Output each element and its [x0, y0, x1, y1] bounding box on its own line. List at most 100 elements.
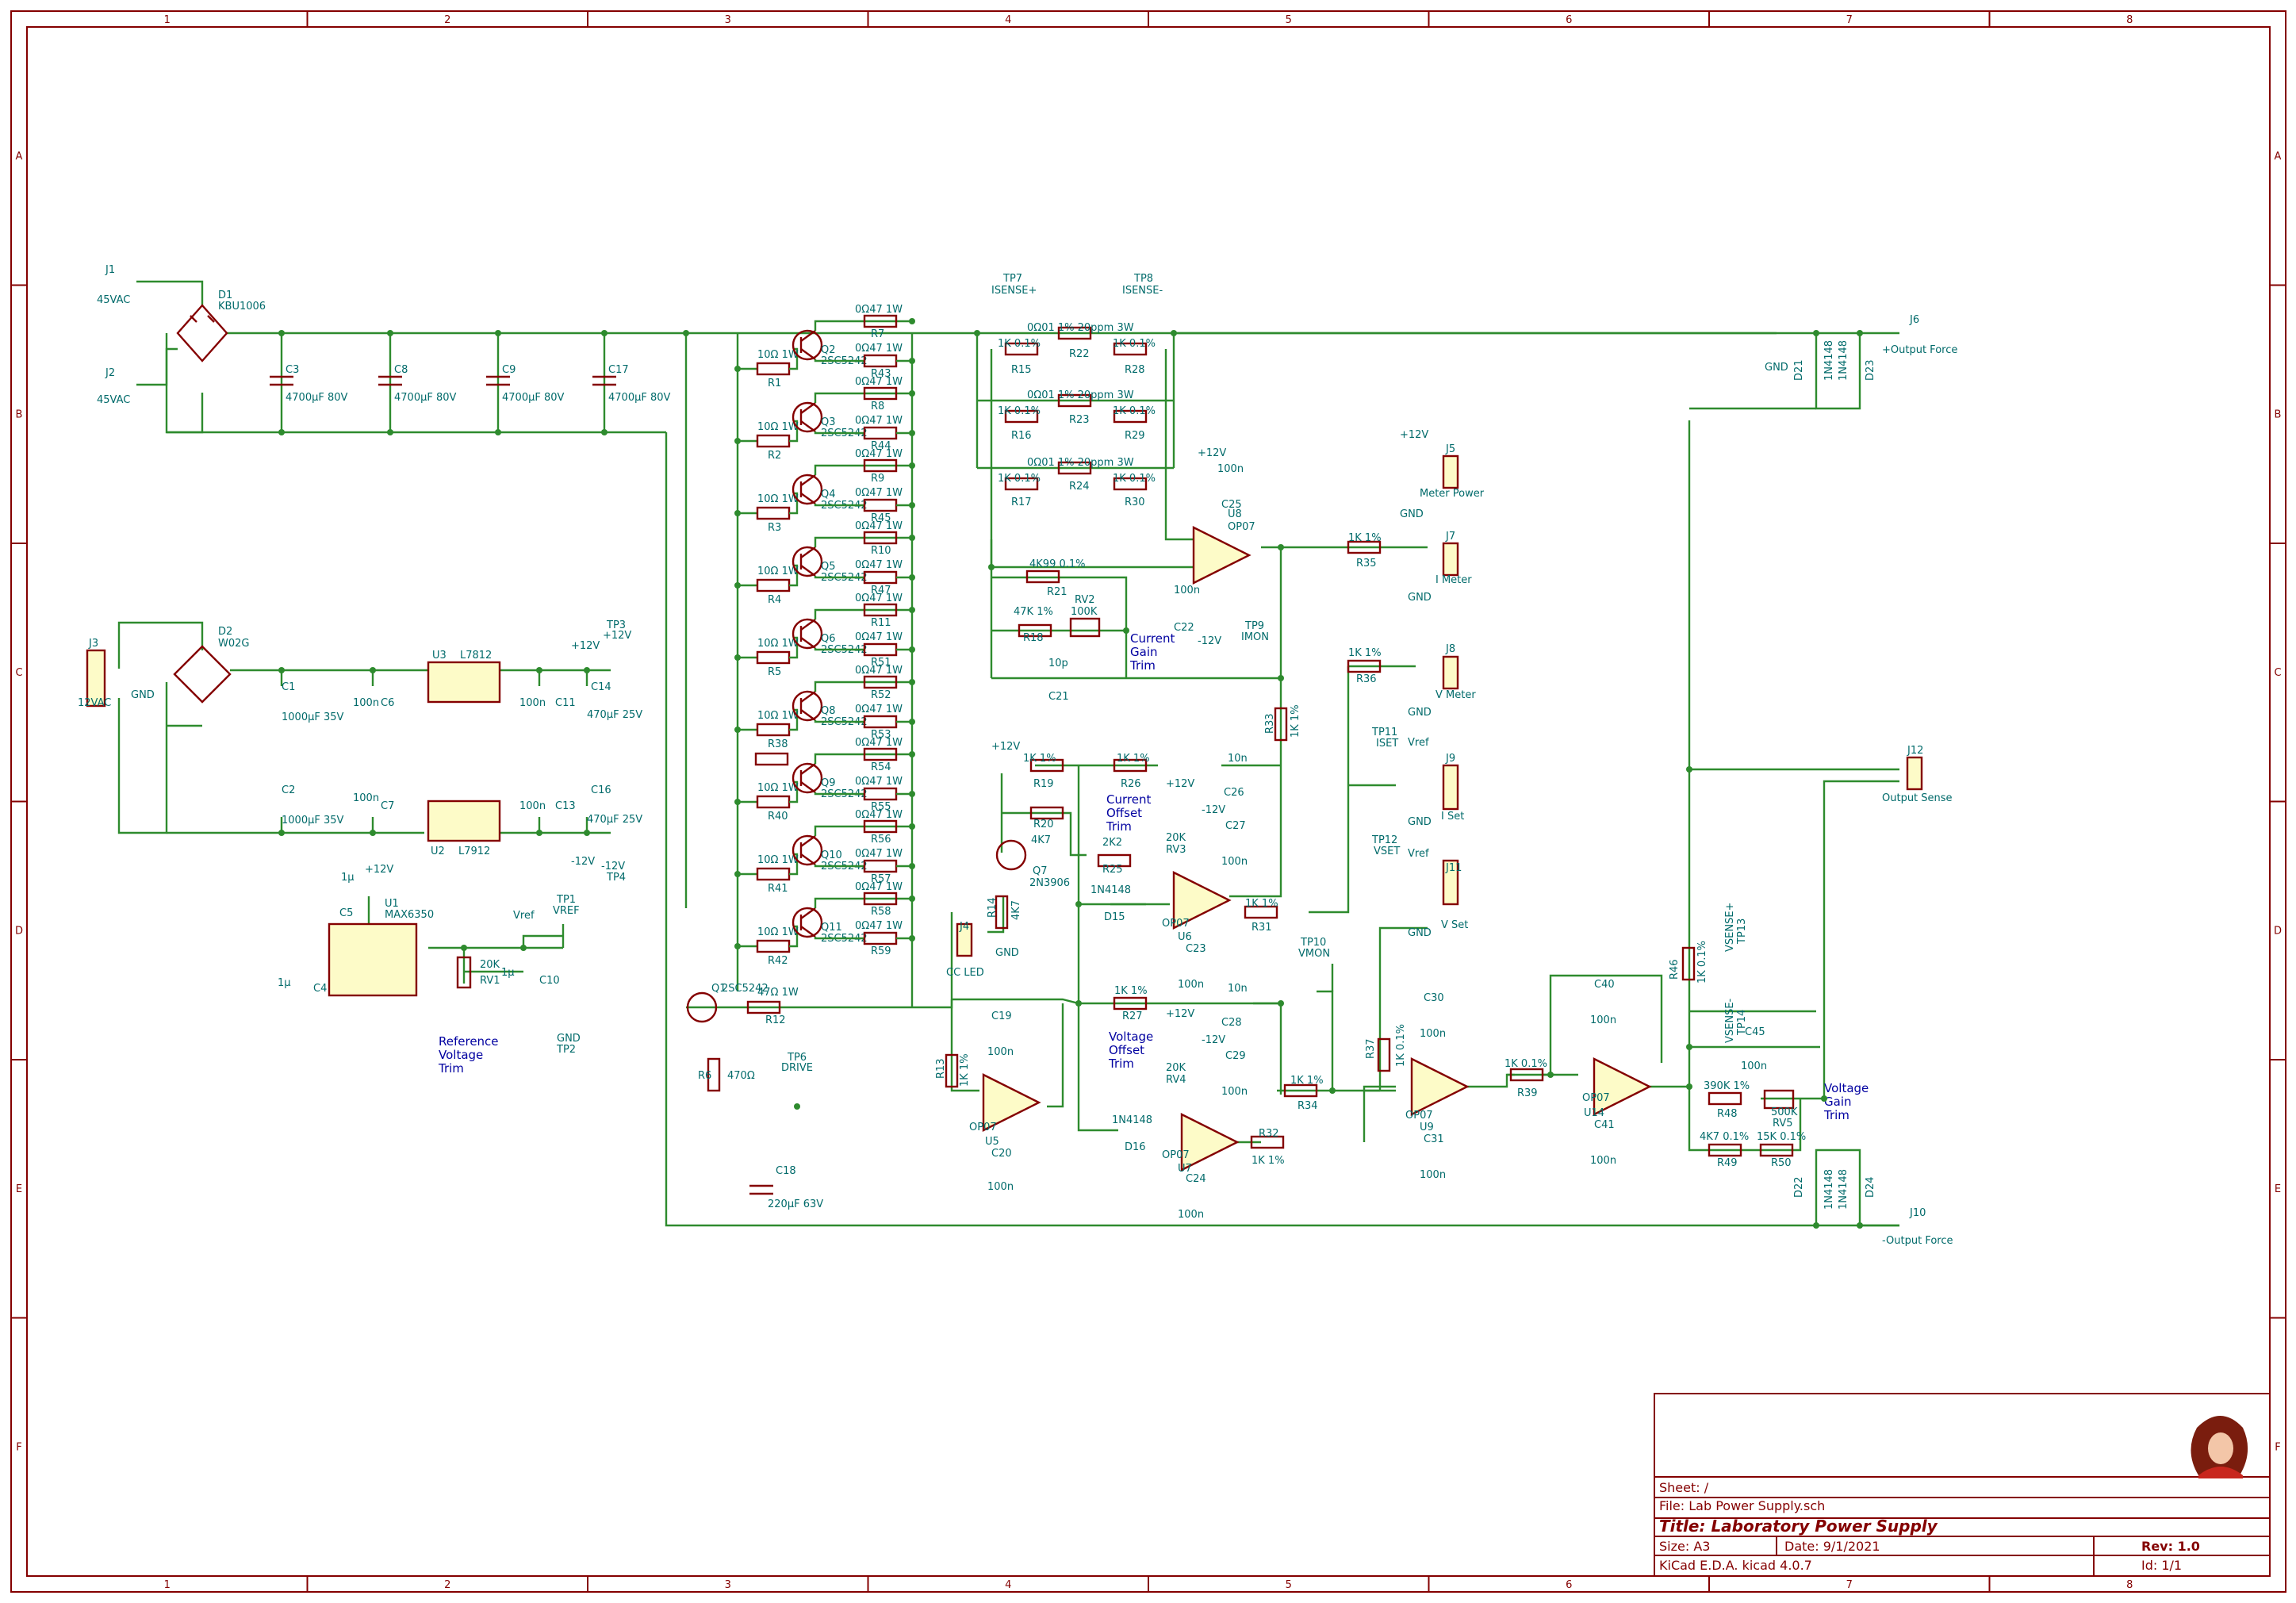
resistor-base-ref: R1	[768, 378, 781, 389]
label-c26: C26	[1224, 787, 1244, 799]
label-r16-value: 1K 0.1%	[998, 405, 1041, 417]
resistor-emitter	[863, 603, 898, 617]
label-q1-value: 2SC5242	[722, 983, 769, 995]
label-u9-value: OP07	[1405, 1110, 1433, 1122]
resistor-share	[863, 642, 898, 657]
label-d1: D1	[218, 290, 232, 301]
label-q7: Q7	[1033, 865, 1048, 877]
label-c3: C3	[286, 364, 299, 376]
label-j9-vref: Vref	[1408, 737, 1429, 749]
zone-col-label: 5	[1286, 14, 1292, 26]
zone-col-label: 8	[2126, 14, 2133, 26]
transistor	[792, 401, 823, 433]
label-c13-value: 100n	[519, 800, 546, 812]
label-u7-value: OP07	[1162, 1149, 1190, 1161]
zone-col-label: 2	[444, 1579, 450, 1591]
resistor-base	[756, 723, 791, 737]
label-c24: C24	[1186, 1173, 1206, 1185]
wire	[814, 504, 864, 507]
resistor-base	[756, 578, 791, 592]
capacitor-c3	[270, 375, 293, 386]
label-r20-value: 4K7	[1031, 834, 1051, 846]
label-d21-value: 1N4148	[1823, 340, 1835, 381]
zone-row-label: C	[15, 667, 22, 679]
junction	[734, 366, 741, 372]
label-c40: C40	[1594, 979, 1615, 991]
label-d1-value: KBU1006	[218, 301, 266, 313]
label-c2-value: 1000μF 35V	[282, 815, 344, 826]
label-r17-value: 1K 0.1%	[998, 473, 1041, 485]
label-j3-value: 12VAC	[78, 697, 111, 709]
label-c27: C27	[1225, 820, 1246, 832]
opamp-u14	[1593, 1057, 1652, 1116]
zone-col-label: 6	[1566, 14, 1572, 26]
resistor-base-ref: R3	[768, 522, 781, 534]
resistor-share	[863, 931, 898, 945]
tb-tool: KiCad E.D.A. kicad 4.0.7	[1659, 1558, 1812, 1573]
label-j6: J6	[1909, 314, 1919, 326]
resistor-base-value: 10Ω 1W	[757, 421, 799, 433]
label-c4: C4	[313, 983, 327, 995]
label-c11-value: 100n	[519, 697, 546, 709]
resistor-base-value: 10Ω 1W	[757, 638, 799, 650]
label-u1: U1	[385, 898, 399, 910]
label-rsense-1: 0Ω01 1% 20ppm 3W	[1027, 322, 1134, 334]
transistor	[792, 474, 823, 505]
resistor-base-value: 10Ω 1W	[757, 349, 799, 361]
resistor-emitter-value: 0Ω47 1W	[855, 737, 903, 749]
connector-j9	[1442, 764, 1459, 811]
junction	[734, 510, 741, 516]
transistor-ref: Q11	[821, 922, 842, 934]
resistor-emitter	[863, 747, 898, 761]
label-c30: C30	[1424, 992, 1444, 1004]
zone-col-label: 7	[1846, 14, 1853, 26]
junction	[734, 871, 741, 877]
opamp-u7	[1180, 1113, 1240, 1172]
label-j12-value: Output Sense	[1882, 792, 1953, 804]
junction	[734, 799, 741, 805]
resistor-emitter-ref: R11	[871, 617, 891, 629]
label-c24-value: 100n	[1178, 1209, 1204, 1221]
label-d22: D22	[1793, 1176, 1805, 1198]
label-r18-value: 47K 1%	[1014, 606, 1053, 618]
label-u8: U8	[1228, 508, 1242, 520]
label-u5: U5	[985, 1136, 999, 1148]
label-output-gnd: GND	[1765, 362, 1788, 374]
opamp-u8	[1192, 526, 1251, 585]
label-r30: R30	[1125, 497, 1145, 508]
label-j4-gnd: GND	[995, 947, 1019, 959]
zone-row-label: D	[15, 925, 23, 937]
label-u3-value: L7812	[460, 650, 492, 662]
label-c25-value: 100n	[1217, 463, 1244, 475]
title-block: Sheet: / File: Lab Power Supply.sch Titl…	[1654, 1393, 2271, 1577]
transistor	[792, 762, 823, 794]
tb-rev: Rev: 1.0	[2141, 1539, 2200, 1554]
label-j7-value: I Meter	[1435, 574, 1472, 586]
label-vref: Vref	[513, 910, 535, 922]
label-c22: C22	[1174, 622, 1194, 634]
label-j11-gnd: GND	[1408, 927, 1432, 939]
transistor-q7	[995, 839, 1027, 871]
resistor-base	[756, 362, 791, 376]
label-c14-value: 470μF 25V	[587, 709, 642, 721]
wire	[789, 708, 799, 731]
label-u7-plus12: +12V	[1166, 1008, 1194, 1020]
label-tp4: TP4	[606, 872, 626, 884]
label-tp2-value: GND	[557, 1033, 581, 1045]
resistor-emitter-ref: R7	[871, 328, 884, 340]
label-c30-value: 100n	[1420, 1028, 1446, 1040]
transistor-collector	[800, 330, 816, 342]
zone-row-label: C	[2274, 667, 2281, 679]
opamp-u5	[982, 1073, 1041, 1132]
label-r28-value: 1K 0.1%	[1113, 338, 1156, 350]
label-r32-value: 1K 1%	[1251, 1155, 1285, 1167]
resistor-share-ref: R53	[871, 729, 891, 741]
resistor-base-value: 10Ω 1W	[757, 710, 799, 722]
zone-row-label: B	[16, 408, 23, 420]
label-r46: R46	[1669, 959, 1681, 980]
transistor-ref: Q5	[821, 561, 836, 573]
label-u8-value: OP07	[1228, 521, 1255, 533]
connector-j3	[86, 649, 106, 708]
